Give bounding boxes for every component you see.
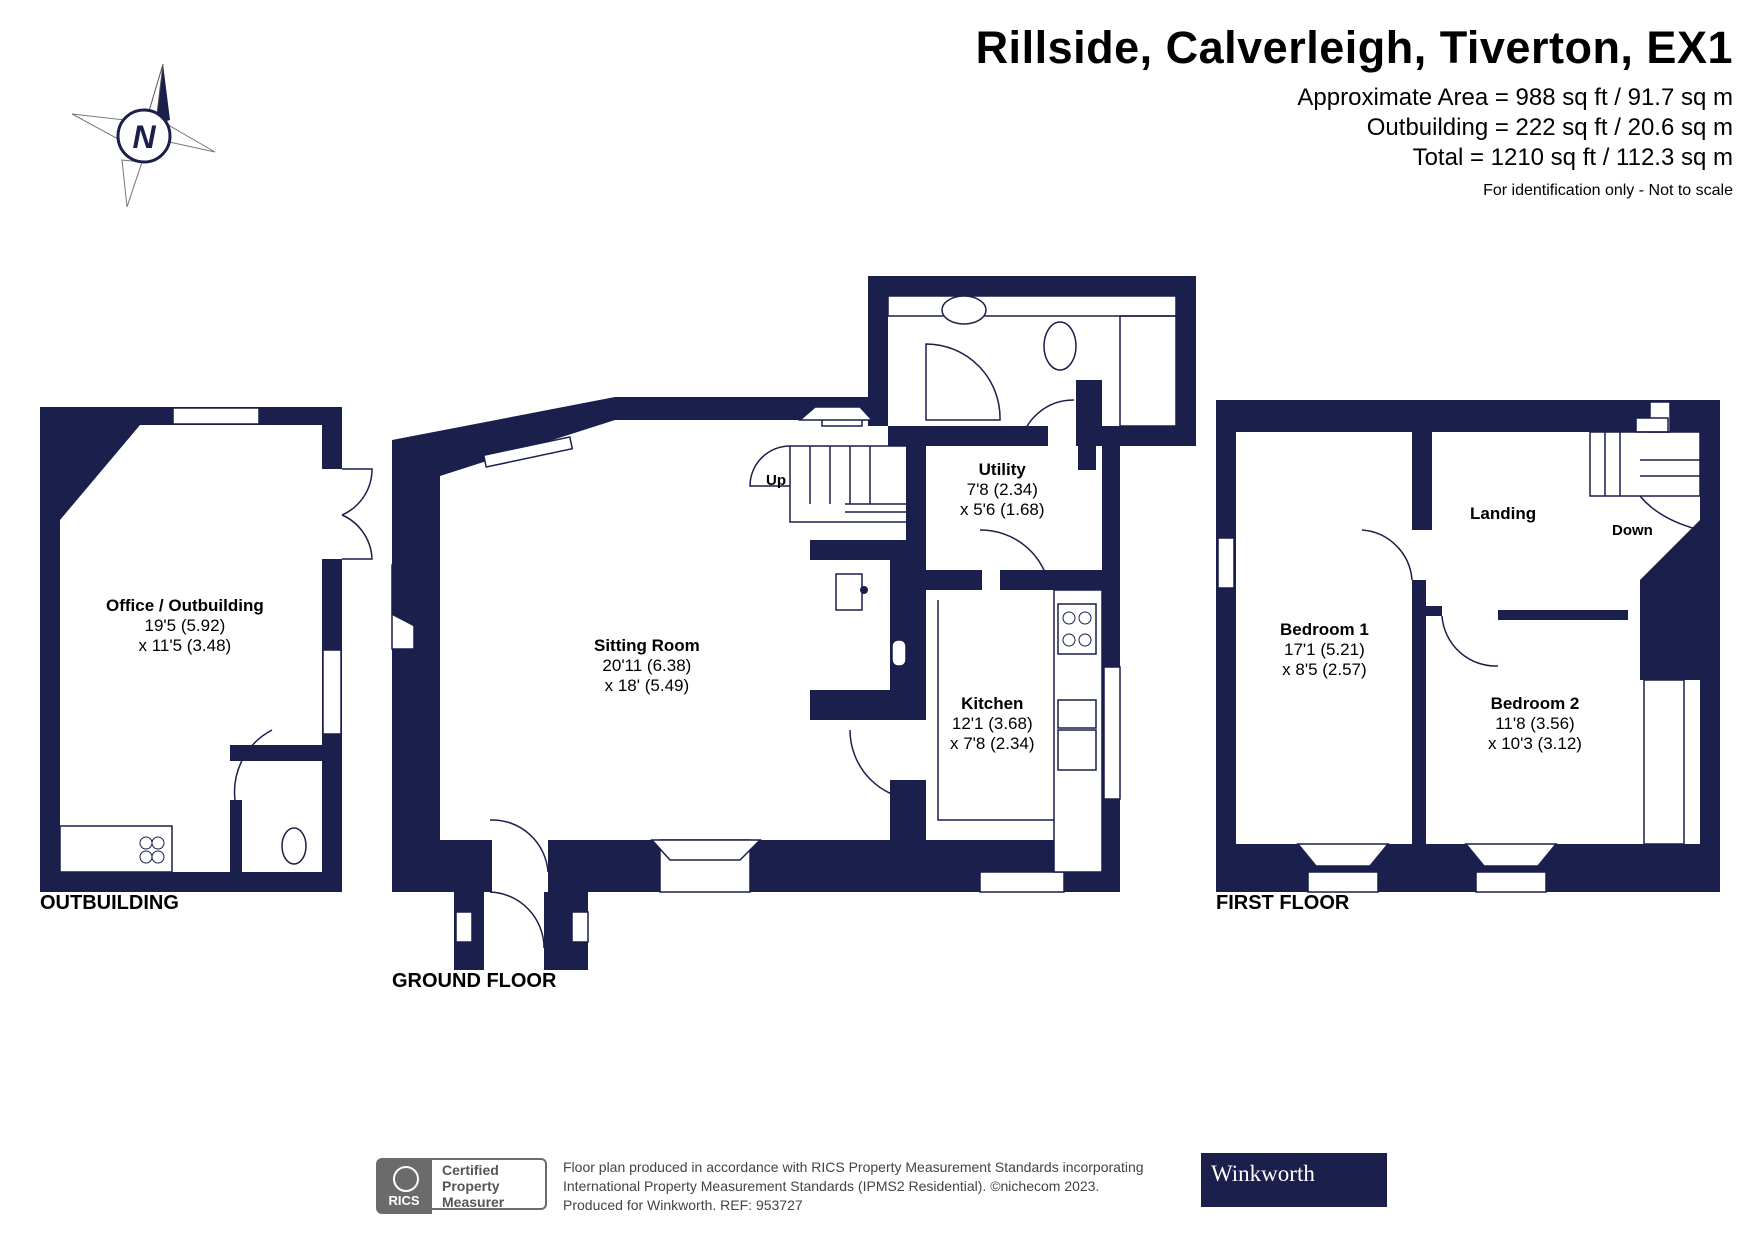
room-kitchen-dim2: x 7'8 (2.34) [950,734,1035,753]
compass-icon: N [71,63,216,208]
cert-line-3: Measurer [442,1194,505,1210]
room-office-dim1: 19'5 (5.92) [144,616,226,635]
ground-floor-walls [392,276,1196,970]
brand-logo: Winkworth [1201,1153,1387,1207]
ground-floor-label: GROUND FLOOR [392,970,557,992]
rics-logo: RICS [376,1158,432,1214]
room-landing-name: Landing [1470,504,1537,523]
room-bedroom2: Bedroom 2 11'8 (3.56) x 10'3 (3.12) [1488,694,1582,754]
outbuilding-area: Outbuilding = 222 sq ft / 20.6 sq m [1366,114,1733,141]
cert-line-2: Property [442,1178,500,1194]
scale-note: For identification only - Not to scale [1483,182,1733,199]
room-bedroom2-dim1: 11'8 (3.56) [1495,714,1575,733]
room-landing: Landing [1470,504,1536,524]
room-bedroom1-name: Bedroom 1 [1280,620,1369,639]
stairs-down-label: Down [1612,522,1653,539]
cert-line-1: Certified [442,1162,499,1178]
footer-line-3: Produced for Winkworth. REF: 953727 [563,1197,803,1213]
total-area: Total = 1210 sq ft / 112.3 sq m [1412,144,1733,171]
room-office: Office / Outbuilding 19'5 (5.92) x 11'5 … [106,596,264,656]
room-utility-dim1: 7'8 (2.34) [966,480,1038,499]
room-sitting: Sitting Room 20'11 (6.38) x 18' (5.49) [594,636,700,696]
rics-certification: Certified Property Measurer [432,1158,547,1210]
room-office-name: Office / Outbuilding [106,596,264,615]
outbuilding-floor-label: OUTBUILDING [40,892,179,914]
room-bedroom2-name: Bedroom 2 [1490,694,1580,713]
room-utility-dim2: x 5'6 (1.68) [960,500,1045,519]
room-bedroom1-dim1: 17'1 (5.21) [1284,640,1365,659]
room-sitting-dim2: x 18' (5.49) [604,676,690,695]
approximate-area: Approximate Area = 988 sq ft / 91.7 sq m [1297,84,1733,111]
first-floor-walls [1216,400,1720,892]
room-kitchen: Kitchen 12'1 (3.68) x 7'8 (2.34) [950,694,1035,754]
room-kitchen-dim1: 12'1 (3.68) [951,714,1033,733]
footer-line-1: Floor plan produced in accordance with R… [563,1159,1144,1175]
room-sitting-name: Sitting Room [594,636,700,655]
footer-disclaimer: Floor plan produced in accordance with R… [563,1158,1144,1215]
room-bedroom1-dim2: x 8'5 (2.57) [1282,660,1367,679]
compass-letter: N [132,119,156,155]
room-utility-name: Utility [978,460,1026,479]
first-floor-label: FIRST FLOOR [1216,892,1350,914]
rics-word: RICS [388,1193,420,1208]
footer-line-2: International Property Measurement Stand… [563,1178,1100,1194]
room-sitting-dim1: 20'11 (6.38) [602,656,692,675]
room-office-dim2: x 11'5 (3.48) [138,636,232,655]
rics-badge: RICS Certified Property Measurer [376,1158,551,1214]
room-bedroom2-dim2: x 10'3 (3.12) [1488,734,1582,753]
room-kitchen-name: Kitchen [961,694,1024,713]
room-utility: Utility 7'8 (2.34) x 5'6 (1.68) [960,460,1045,520]
room-bedroom1: Bedroom 1 17'1 (5.21) x 8'5 (2.57) [1280,620,1369,680]
rics-mark-icon [393,1166,419,1192]
stairs-up-label: Up [766,472,786,489]
property-title: Rillside, Calverleigh, Tiverton, EX1 [975,22,1733,73]
